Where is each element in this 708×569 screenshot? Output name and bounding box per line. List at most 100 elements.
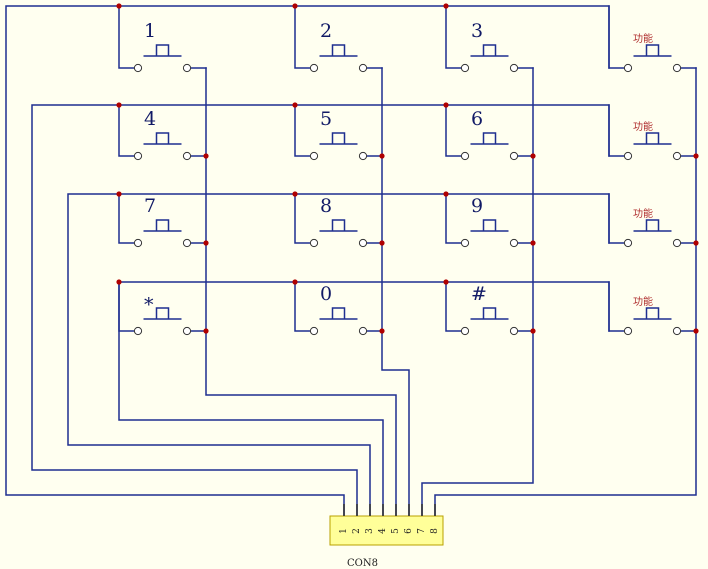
contact-left <box>309 238 319 248</box>
key-label: 9 <box>471 195 483 217</box>
col-bus-3 <box>421 67 534 517</box>
key-leads <box>445 281 534 332</box>
row-junction <box>292 191 298 197</box>
col-junction <box>203 328 209 334</box>
row-bus-4 <box>118 281 610 517</box>
contact-right <box>182 151 192 161</box>
contact-left <box>133 63 143 73</box>
switch-plunger <box>470 307 509 320</box>
contact-right <box>182 63 192 73</box>
contact-right <box>672 326 682 336</box>
contact-left <box>309 151 319 161</box>
row-junction <box>292 3 298 9</box>
key-leads <box>445 193 534 244</box>
key-leads <box>445 5 534 69</box>
contact-right <box>358 151 368 161</box>
key-leads <box>445 104 534 157</box>
key-leads <box>294 104 383 157</box>
key-label: 6 <box>471 108 483 130</box>
key-label: 0 <box>320 283 332 305</box>
contact-left <box>133 238 143 248</box>
col-junction <box>693 153 699 159</box>
switch-plunger <box>633 307 672 320</box>
key-4-1: * <box>118 281 207 336</box>
key-label: 功能 <box>633 295 653 308</box>
key-label: 5 <box>320 108 332 130</box>
contact-left <box>623 63 633 73</box>
key-label: # <box>471 283 487 305</box>
switch-plunger <box>470 219 509 232</box>
key-3-4: 功能 <box>608 193 697 248</box>
pin-6-label: 6 <box>404 528 414 534</box>
col-junction <box>203 240 209 246</box>
contact-left <box>460 151 470 161</box>
pin-4-label: 4 <box>378 528 388 534</box>
contact-right <box>358 238 368 248</box>
pin-8-label: 8 <box>430 528 440 534</box>
contact-right <box>509 326 519 336</box>
row-junction <box>116 191 122 197</box>
row-bus-1 <box>5 5 610 517</box>
key-label: 8 <box>320 195 332 217</box>
key-leads <box>118 104 207 157</box>
key-leads <box>294 281 383 332</box>
connector-name: CON8 <box>347 558 378 569</box>
switch-plunger <box>143 219 182 232</box>
wires-layer <box>5 5 697 517</box>
key-3-1: 7 <box>118 193 207 248</box>
col-junction <box>530 153 536 159</box>
col-junction <box>693 240 699 246</box>
contact-right <box>182 238 192 248</box>
key-1-3: 3 <box>445 5 534 73</box>
switch-plunger <box>470 44 509 57</box>
contact-left <box>460 238 470 248</box>
junctions-layer <box>116 3 699 334</box>
pin-3-label: 3 <box>365 528 375 534</box>
contact-right <box>509 63 519 73</box>
key-leads <box>118 281 207 332</box>
col-junction <box>379 153 385 159</box>
contact-left <box>460 63 470 73</box>
switch-plunger <box>633 44 672 57</box>
switch-plunger <box>143 132 182 145</box>
key-1-1: 1 <box>118 5 207 73</box>
col-bus-1 <box>205 67 397 517</box>
row-junction <box>116 102 122 108</box>
contact-left <box>623 326 633 336</box>
row-junction <box>443 191 449 197</box>
key-2-3: 6 <box>445 104 534 161</box>
pin-7-label: 7 <box>417 528 427 534</box>
switch-plunger <box>633 219 672 232</box>
key-2-2: 5 <box>294 104 383 161</box>
switch-plunger <box>319 307 358 320</box>
switch-plunger <box>319 44 358 57</box>
contact-left <box>623 238 633 248</box>
key-label: 2 <box>320 20 332 42</box>
switch-plunger <box>319 219 358 232</box>
contact-right <box>672 63 682 73</box>
row-junction <box>292 102 298 108</box>
switch-plunger <box>633 132 672 145</box>
key-leads <box>294 193 383 244</box>
row-junction <box>116 279 122 285</box>
switch-plunger <box>470 132 509 145</box>
key-leads <box>118 193 207 244</box>
key-3-2: 8 <box>294 193 383 248</box>
key-4-3: # <box>445 281 534 336</box>
switch-plunger <box>143 307 182 320</box>
row-junction <box>443 3 449 9</box>
contact-right <box>509 238 519 248</box>
key-3-3: 9 <box>445 193 534 248</box>
key-2-1: 4 <box>118 104 207 161</box>
switch-plunger <box>319 132 358 145</box>
key-4-2: 0 <box>294 281 383 336</box>
key-1-2: 2 <box>294 5 383 73</box>
col-junction <box>693 328 699 334</box>
contact-right <box>672 238 682 248</box>
key-4-4: 功能 <box>608 281 697 336</box>
pin-1-label: 1 <box>339 528 349 534</box>
contact-left <box>623 151 633 161</box>
contact-left <box>309 326 319 336</box>
